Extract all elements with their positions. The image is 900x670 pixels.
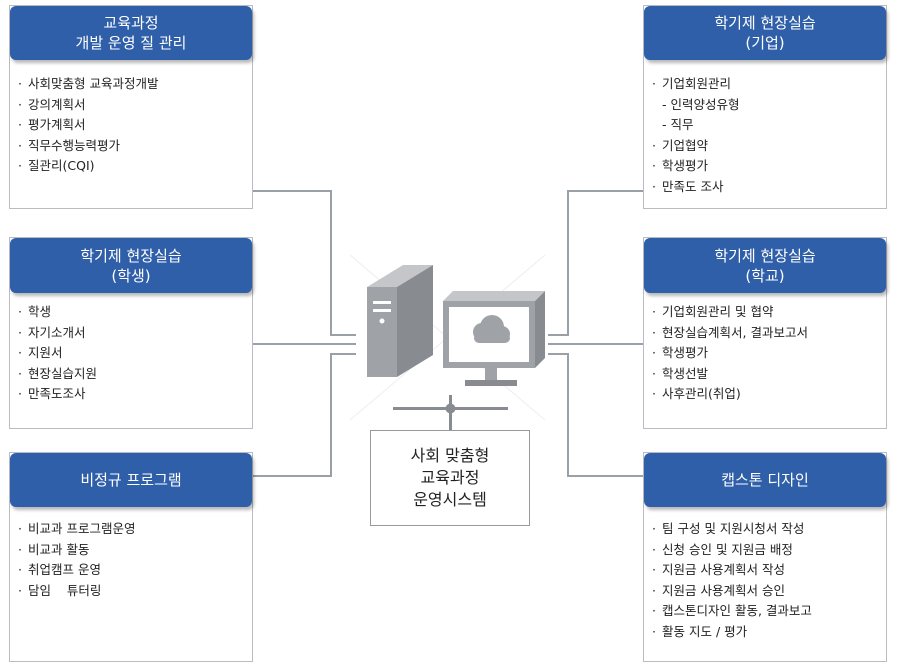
connector-nonreg — [330, 354, 332, 477]
list-item: ·현장실습지원 — [18, 365, 98, 381]
box-nonreg-header: 비정규 프로그램 — [10, 453, 252, 507]
box-curriculum-title-line2: 개발 운영 질 관리 — [75, 34, 187, 52]
box-student-list: ·학생 ·자기소개서 ·지원서 ·현장실습지원 ·만족도조사 — [18, 302, 248, 405]
desktop-computer-icon — [349, 254, 546, 430]
list-item: ·지원금 사용계획서 작성 — [652, 562, 785, 577]
connector-capstone — [567, 354, 569, 477]
cloud-icon — [473, 315, 510, 343]
center-title-line3: 운영시스템 — [413, 490, 487, 509]
center-title-line2: 교육과정 — [420, 468, 480, 487]
connector-curriculum — [330, 190, 332, 336]
list-item: ·비교과 활동 — [18, 541, 90, 557]
list-item: ·지원서 — [18, 345, 63, 360]
box-curriculum-header: 교육과정 개발 운영 질 관리 — [10, 6, 252, 60]
list-item: ·지원금 사용계획서 승인 — [652, 582, 785, 598]
list-item: ·기업회원관리 및 협약 — [652, 304, 774, 319]
box-student-title-line1: 학기제 현장실습 — [80, 246, 182, 265]
connector-curriculum — [330, 334, 356, 336]
list-item: ·학생 — [18, 304, 52, 319]
box-school-title-line1: 학기제 현장실습 — [714, 246, 816, 265]
box-curriculum: 교육과정 개발 운영 질 관리 ·사회맞춤형 교육과정개발 ·강의계획서 ·평가… — [9, 5, 253, 209]
connector-curriculum — [253, 190, 331, 192]
list-item: ·캡스톤디자인 활동, 결과보고 — [652, 603, 812, 618]
list-item: ·기업회원관리 — [652, 76, 732, 91]
box-company-list: ·기업회원관리 - 인력양성유형 - 직무 ·기업협약 ·학생평가 ·만족도 조… — [652, 74, 882, 197]
box-capstone: 캡스톤 디자인 ·팀 구성 및 지원시청서 작성 ·신청 승인 및 지원금 배정… — [643, 452, 887, 662]
box-nonreg: 비정규 프로그램 ·비교과 프로그램운영 ·비교과 활동 ·취업캠프 운영 ·담… — [9, 452, 253, 662]
box-nonreg-title: 비정규 프로그램 — [80, 471, 182, 489]
box-company-header: 학기제 현장실습 (기업) — [644, 6, 886, 60]
list-item: ·직무수행능력평가 — [18, 137, 121, 153]
list-item: ·담임 튜터링 — [18, 582, 102, 598]
list-item: ·사후관리(취업) — [652, 386, 741, 401]
connector-company — [567, 190, 569, 336]
connector-company — [548, 334, 569, 336]
list-item: ·사회맞춤형 교육과정개발 — [18, 76, 159, 91]
box-curriculum-title-line1: 교육과정 — [103, 14, 159, 32]
connector-nonreg — [253, 475, 331, 477]
connector-school — [548, 343, 644, 345]
list-item: ·취업캠프 운영 — [18, 562, 101, 577]
box-student-title-line2: (학생) — [111, 266, 151, 285]
list-item: ·자기소개서 — [18, 324, 86, 340]
center-title-line1: 사회 맞춤형 — [410, 446, 490, 465]
list-item: ·활동 지도 / 평가 — [652, 623, 748, 639]
box-school: 학기제 현장실습 (학교) ·기업회원관리 및 협약 ·현장실습계획서, 결과보… — [643, 237, 887, 429]
box-capstone-header: 캡스톤 디자인 — [644, 453, 886, 507]
list-item: ·학생평가 — [652, 345, 709, 360]
list-item: ·신청 승인 및 지원금 배정 — [652, 541, 793, 557]
box-company-title-line2: (기업) — [745, 34, 785, 52]
list-item: ·만족도 조사 — [652, 178, 724, 194]
list-item: ·학생선발 — [652, 365, 709, 381]
connector-capstone — [568, 475, 644, 477]
list-subitem: - 인력양성유형 — [662, 96, 740, 112]
list-item: ·강의계획서 — [18, 96, 86, 112]
list-item: ·만족도조사 — [18, 386, 86, 401]
box-school-header: 학기제 현장실습 (학교) — [644, 238, 886, 293]
list-item: ·팀 구성 및 지원시청서 작성 — [652, 521, 805, 536]
box-capstone-list: ·팀 구성 및 지원시청서 작성 ·신청 승인 및 지원금 배정 ·지원금 사용… — [652, 519, 882, 642]
box-curriculum-list: ·사회맞춤형 교육과정개발 ·강의계획서 ·평가계획서 ·직무수행능력평가 ·질… — [18, 74, 248, 177]
list-item: ·기업협약 — [652, 137, 709, 153]
connector-nonreg — [330, 353, 356, 355]
list-item: ·학생평가 — [652, 158, 709, 173]
connector-capstone — [548, 353, 569, 355]
list-subitem: - 직무 — [662, 117, 694, 132]
box-company-title-line1: 학기제 현장실습 — [714, 14, 816, 32]
box-nonreg-list: ·비교과 프로그램운영 ·비교과 활동 ·취업캠프 운영 ·담임 튜터링 — [18, 519, 248, 601]
list-item: ·비교과 프로그램운영 — [18, 521, 136, 536]
box-company: 학기제 현장실습 (기업) ·기업회원관리 - 인력양성유형 - 직무 ·기업협… — [643, 5, 887, 209]
box-student: 학기제 현장실습 (학생) ·학생 ·자기소개서 ·지원서 ·현장실습지원 ·만… — [9, 237, 253, 429]
list-item: ·질관리(CQI) — [18, 158, 95, 173]
box-school-title-line2: (학교) — [745, 266, 785, 285]
list-item: ·현장실습계획서, 결과보고서 — [652, 324, 808, 340]
connector-student — [253, 343, 356, 345]
box-school-list: ·기업회원관리 및 협약 ·현장실습계획서, 결과보고서 ·학생평가 ·학생선발… — [652, 302, 882, 405]
list-item: ·평가계획서 — [18, 117, 86, 132]
connector-company — [568, 190, 644, 192]
box-student-header: 학기제 현장실습 (학생) — [10, 238, 252, 293]
box-capstone-title: 캡스톤 디자인 — [721, 471, 809, 489]
center-system-box: 사회 맞춤형 교육과정 운영시스템 — [370, 430, 530, 526]
